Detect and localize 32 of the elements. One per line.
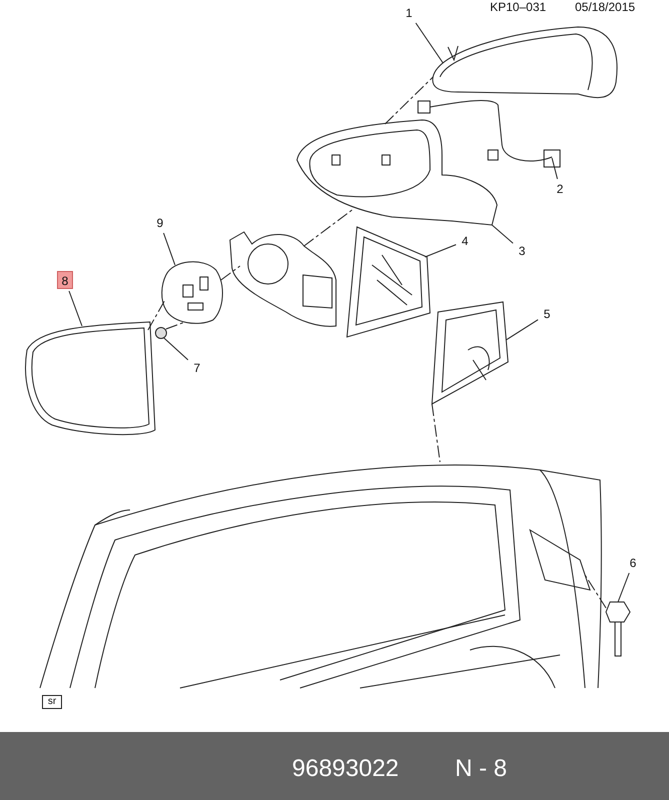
leader-line xyxy=(68,290,82,326)
pin-icon xyxy=(155,327,167,339)
mirror-base-drawing xyxy=(228,230,338,330)
page-reference: N - 8 xyxy=(455,755,508,783)
alignment-line xyxy=(148,300,166,330)
alignment-line xyxy=(220,266,240,280)
highlighted-callout-number: 8 xyxy=(57,271,73,289)
leader-line xyxy=(506,319,538,340)
alignment-line xyxy=(432,404,440,462)
alignment-line xyxy=(384,76,434,124)
leader-line xyxy=(552,158,558,180)
leader-line xyxy=(415,22,444,64)
bolt-icon xyxy=(604,600,632,658)
callout-number: 2 xyxy=(553,181,567,197)
date: 05/18/2015 xyxy=(575,0,636,14)
note-box: sr xyxy=(42,695,62,709)
leader-line xyxy=(618,572,630,602)
callout-number: 7 xyxy=(190,360,204,376)
part-number: 96893022 xyxy=(292,755,399,783)
callout-number: 3 xyxy=(515,243,529,259)
alignment-line xyxy=(304,210,352,246)
leader-line xyxy=(163,232,176,266)
leader-line xyxy=(492,224,514,244)
callout-number: 4 xyxy=(458,233,472,249)
leader-line xyxy=(424,244,456,258)
callout-number: 1 xyxy=(402,5,416,21)
leader-line xyxy=(164,338,188,360)
callout-number: 5 xyxy=(540,306,554,322)
alignment-line xyxy=(166,322,186,330)
callout-number: 6 xyxy=(626,555,640,571)
callout-number: 9 xyxy=(153,215,167,231)
drawing-code: KP10–031 xyxy=(490,0,546,14)
